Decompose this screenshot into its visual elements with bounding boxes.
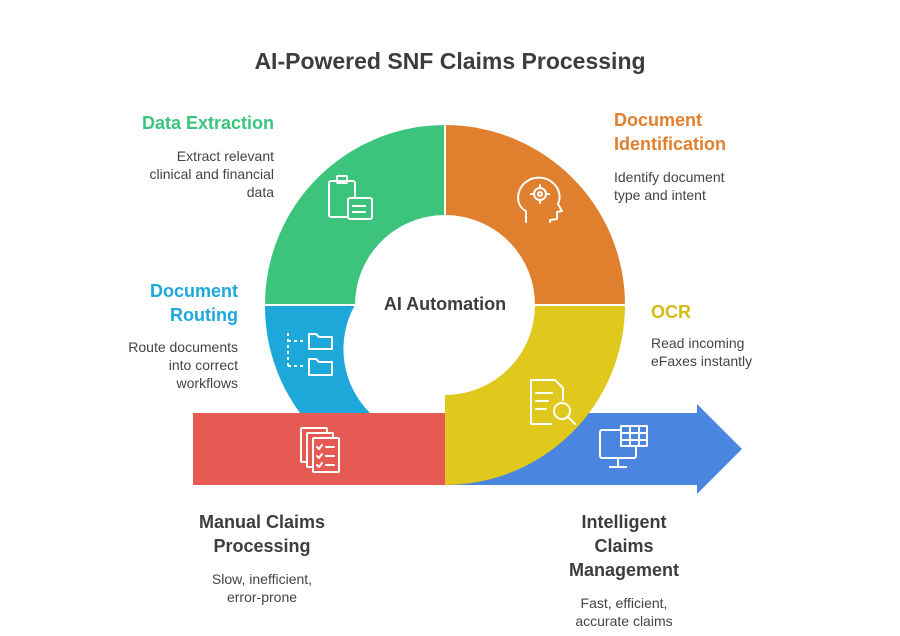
document-routing-title: Document Routing <box>40 279 238 327</box>
page-title: AI-Powered SNF Claims Processing <box>254 48 646 74</box>
title-line: Manual Claims <box>198 512 326 532</box>
desc-line: eFaxes instantly <box>651 353 753 369</box>
document-routing-desc: Route documents into correct workflows <box>40 338 238 392</box>
document-search-icon <box>530 379 576 425</box>
checklist-documents-icon <box>300 427 340 473</box>
ocr-title: OCR <box>651 302 691 322</box>
desc-line: clinical and financial <box>149 166 274 182</box>
title-line: Intelligent <box>581 512 667 532</box>
ocr-desc: Read incoming eFaxes instantly <box>651 334 851 370</box>
data-extraction-block: Data Extraction Extract relevant clinica… <box>60 111 274 201</box>
desc-line: Route documents <box>128 339 238 355</box>
intelligent-claims-desc: Fast, efficient, accurate claims <box>524 594 724 630</box>
folder-tree-icon <box>287 333 333 376</box>
monitor-spreadsheet-icon <box>599 425 648 468</box>
center-label: AI Automation <box>383 294 507 314</box>
desc-line: into correct <box>168 357 238 373</box>
data-extraction-title: Data Extraction <box>141 113 274 133</box>
desc-line: Read incoming <box>651 335 745 351</box>
document-routing-block: Document Routing Route documents into co… <box>40 279 238 392</box>
document-identification-block: Document Identification Identify documen… <box>614 108 814 204</box>
title-line: Processing <box>213 536 311 556</box>
title-line: Identification <box>614 134 726 154</box>
manual-claims-desc: Slow, inefficient, error-prone <box>162 570 362 606</box>
data-extraction-desc: Extract relevant clinical and financial … <box>60 147 274 201</box>
desc-line: data <box>246 184 274 200</box>
title-line: Document <box>149 281 238 301</box>
desc-line: Extract relevant <box>176 148 274 164</box>
clipboard-documents-icon <box>328 175 373 220</box>
manual-claims-title: Manual Claims Processing <box>162 510 362 558</box>
desc-line: type and intent <box>614 187 706 203</box>
desc-line: error-prone <box>226 589 298 605</box>
title-line: Document <box>614 110 703 130</box>
ocr-block: OCR Read incoming eFaxes instantly <box>651 300 851 370</box>
desc-line: Slow, inefficient, <box>211 571 313 587</box>
desc-line: accurate claims <box>575 613 673 629</box>
title-line: Routing <box>170 305 238 325</box>
segment-document-identification[interactable] <box>445 125 625 305</box>
desc-line: workflows <box>176 375 238 391</box>
segment-document-routing[interactable] <box>264 305 370 413</box>
desc-line: Fast, efficient, <box>580 595 668 611</box>
head-gear-icon <box>517 176 563 223</box>
desc-line: Identify document <box>614 169 725 185</box>
document-identification-title: Document Identification <box>614 108 814 156</box>
intelligent-claims-block: Intelligent Claims Management Fast, effi… <box>524 510 724 630</box>
intelligent-claims-title: Intelligent Claims Management <box>524 510 724 582</box>
title-line: Management <box>568 560 680 580</box>
document-identification-desc: Identify document type and intent <box>614 168 814 204</box>
manual-claims-block: Manual Claims Processing Slow, inefficie… <box>162 510 362 606</box>
segment-ocr[interactable] <box>445 305 625 485</box>
title-line: Claims <box>594 536 654 556</box>
